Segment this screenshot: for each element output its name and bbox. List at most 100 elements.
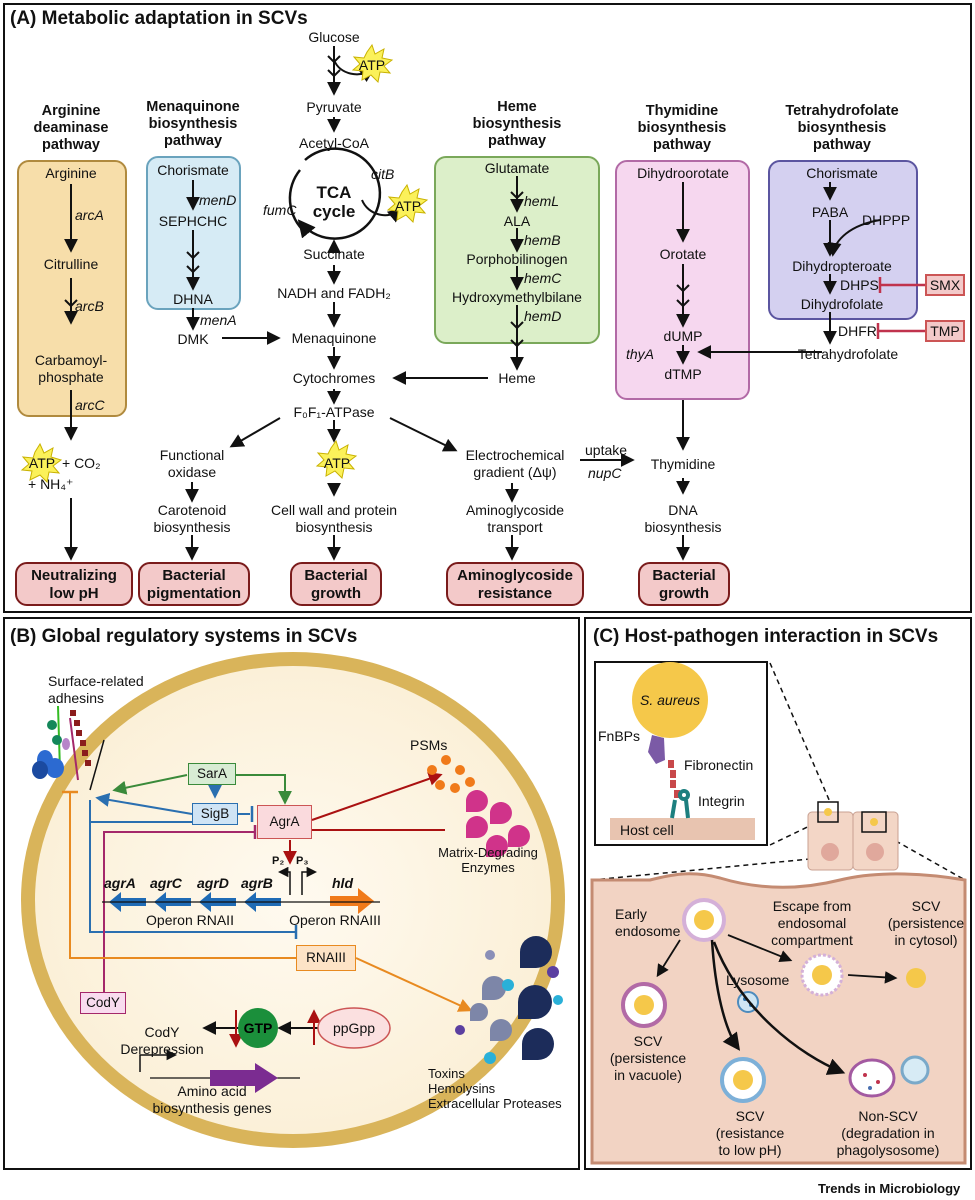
heme-header: Heme biosynthesis pathway — [472, 99, 562, 149]
fumc-label: fumC — [263, 202, 297, 218]
acetyl-coa-label: Acetyl-CoA — [298, 135, 370, 151]
agrd-gene-label: agrD — [197, 875, 229, 891]
hld-gene-label: hld — [332, 875, 353, 891]
citrulline-label: Citrulline — [43, 256, 99, 272]
aa-genes-label: Amino acid biosynthesis genes — [152, 1083, 272, 1116]
scv-lowph-label: SCV (resistance to low pH) — [715, 1108, 785, 1158]
agrb-gene-label: agrB — [241, 875, 273, 891]
mde-label: Matrix-Degrading Enzymes — [438, 845, 538, 875]
chorismate-thf-label: Chorismate — [806, 165, 878, 181]
glutamate-label: Glutamate — [484, 160, 550, 176]
dhna-label: DHNA — [173, 291, 213, 307]
atp-burst-3 — [20, 442, 63, 484]
dhppp-label: DHPPP — [862, 212, 911, 228]
electrochemical-label: Electrochemical gradient (Δψ) — [465, 447, 565, 480]
psms-label: PSMs — [410, 737, 448, 753]
menaquinone-label: Menaquinone — [291, 330, 377, 346]
toxins-graphic — [455, 936, 563, 1064]
cell-wall-label: Cell wall and protein biosynthesis — [270, 502, 398, 535]
gtp-label: GTP — [243, 1020, 273, 1036]
arcb-label: arcB — [75, 298, 104, 314]
succinate-label: Succinate — [303, 246, 365, 262]
p3-label: P₃ — [296, 855, 309, 867]
tmp-box — [925, 320, 965, 342]
ppgpp-label: ppGpp — [332, 1020, 376, 1036]
dtmp-label: dTMP — [664, 366, 702, 382]
carbamoyl-label: Carbamoyl- phosphate — [34, 352, 108, 385]
ala-label: ALA — [503, 213, 531, 229]
tca-cycle-circle — [297, 147, 382, 240]
arcc-label: arcC — [75, 397, 105, 413]
panel-c-title: (C) Host-pathogen interaction in SCVs — [593, 626, 939, 647]
pyruvate-label: Pyruvate — [306, 99, 362, 115]
menaquinone-header: Menaquinone biosynthesis pathway — [146, 99, 240, 149]
co2-label: + CO₂ — [62, 455, 101, 471]
heme-product-label: Heme — [498, 370, 536, 386]
panel-a — [3, 3, 972, 613]
arginine-label: Arginine — [45, 165, 97, 181]
hemb-label: hemB — [524, 232, 561, 248]
adhesins-graphic — [32, 705, 105, 791]
scv-vacuole-label: SCV (persistence in vacuole) — [609, 1033, 687, 1083]
saureus-label: S. aureus — [640, 692, 700, 708]
cytochromes-label: Cytochromes — [292, 370, 376, 386]
journal-footer: Trends in Microbiology — [818, 1181, 961, 1196]
agra-box: AgrA — [257, 805, 312, 839]
dihydropteroate-label: Dihydropteroate — [792, 258, 892, 274]
escaping-scv — [800, 953, 844, 997]
integrin-graphic — [670, 789, 690, 819]
escape-label: Escape from endosomal compartment — [771, 898, 853, 948]
mde-graphic — [466, 790, 530, 857]
fibronectin-label: Fibronectin — [684, 757, 754, 773]
hemd-label: hemD — [524, 308, 562, 324]
dihydroorotate-label: Dihydroorotate — [637, 165, 729, 181]
dhps-label: DHPS — [840, 277, 879, 293]
cody-derepression-label: CodY Derepression — [120, 1024, 204, 1057]
integrin-label: Integrin — [698, 793, 745, 809]
early-endosome — [682, 898, 726, 942]
psms-graphic — [427, 755, 475, 793]
atp-1-label: ATP — [358, 57, 386, 73]
lysosome-label: Lysosome — [726, 972, 790, 988]
hmb-label: Hydroxymethylbilane — [452, 289, 582, 305]
sara-box: SarA — [188, 763, 236, 785]
scv-cytosol-label: SCV (persistence in cytosol) — [887, 898, 965, 948]
lowph-scv — [720, 1057, 766, 1103]
chorismate-mq-label: Chorismate — [157, 162, 229, 178]
fnbps-label: FnBPs — [598, 728, 641, 744]
uptake-label: uptake — [585, 442, 628, 458]
panel-a-title: (A) Metabolic adaptation in SCVs — [10, 8, 308, 29]
thya-label: thyA — [626, 346, 655, 362]
atp-burst-1 — [351, 43, 394, 84]
hld-gene-arrow — [330, 888, 374, 914]
sephchc-label: SEPHCHC — [158, 213, 228, 229]
atp-burst-4 — [315, 439, 358, 480]
aa-gene-arrow — [210, 1063, 278, 1093]
thf-pathway-box — [768, 160, 918, 320]
arginine-header: Arginine deaminase pathway — [33, 103, 109, 153]
toxins-label: Toxins Hemolysins Extracellular Protease… — [428, 1066, 562, 1111]
atpase-label: F₀F₁-ATPase — [293, 404, 375, 420]
atp-3-label: ATP — [323, 455, 351, 471]
agr-gene-arrows — [102, 888, 380, 1093]
porphobilinogen-label: Porphobilinogen — [466, 251, 568, 267]
carotenoid-label: Carotenoid biosynthesis — [153, 502, 231, 535]
thf-header: Tetrahydrofolate biosynthesis pathway — [785, 103, 899, 153]
non-scv-label: Non-SCV (degradation in phagolysosome) — [836, 1108, 940, 1158]
outcome-pigmentation: Bacterial pigmentation — [138, 562, 250, 606]
aminoglycoside-transport-label: Aminoglycoside transport — [465, 502, 565, 535]
fnbp-graphic — [648, 735, 665, 764]
smx-box — [925, 274, 965, 296]
outcome-aminoglycoside: Aminoglycoside resistance — [446, 562, 584, 606]
dihydrofolate-label: Dihydrofolate — [800, 296, 884, 312]
atp-burst-2 — [386, 183, 429, 224]
glucose-label: Glucose — [308, 29, 360, 45]
dmk-label: DMK — [177, 331, 209, 347]
saureus-cell — [632, 662, 708, 738]
bacterial-cell-interior — [35, 666, 551, 1134]
orotate-label: Orotate — [659, 246, 707, 262]
outcome-growth-1: Bacterial growth — [290, 562, 382, 606]
host-cell-surface — [610, 818, 755, 840]
nadh-label: NADH and FADH₂ — [277, 285, 391, 301]
